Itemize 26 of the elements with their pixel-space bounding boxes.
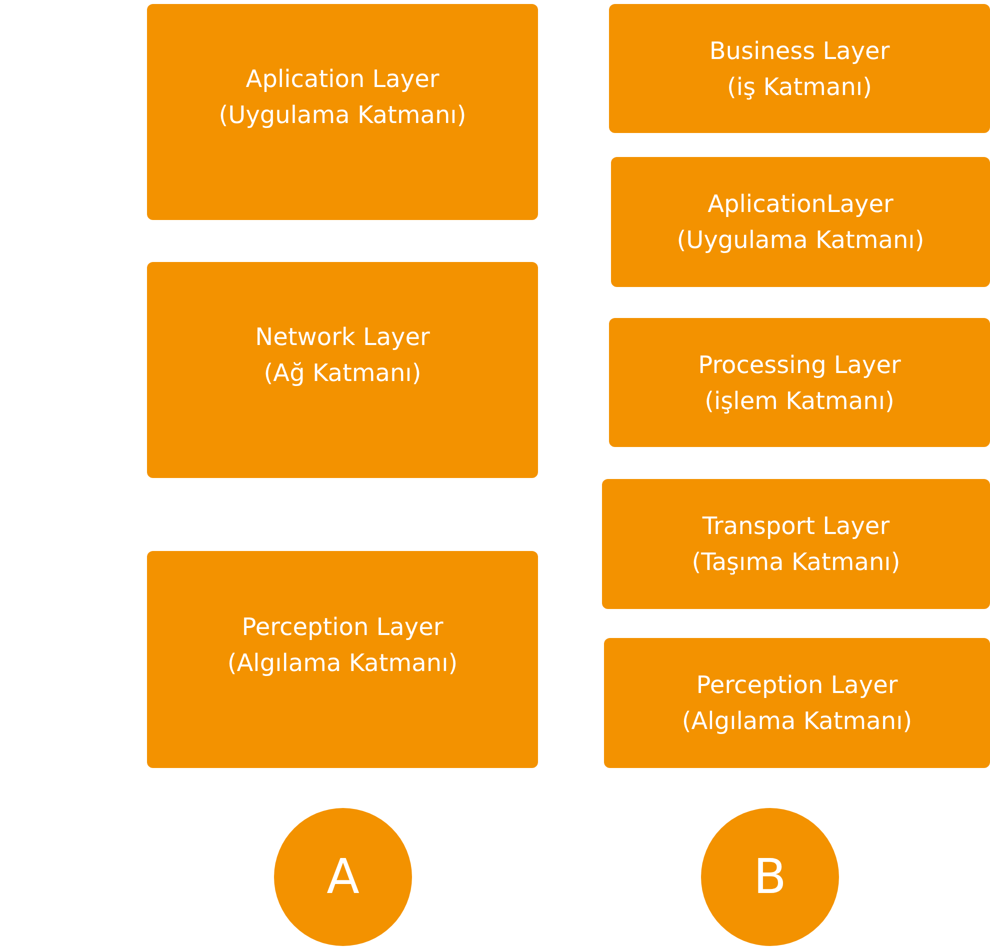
layer-name: Business Layer	[709, 36, 890, 66]
layer-box	[147, 262, 538, 478]
layer-name: Perception Layer	[696, 670, 898, 701]
layer-box	[147, 551, 538, 768]
layer-name: Network Layer	[255, 322, 430, 353]
layer-translation: (Algılama Katmanı)	[682, 706, 912, 737]
column-letter: B	[754, 849, 786, 905]
layer-name: Processing Layer	[698, 350, 901, 380]
layer-translation: (iş Katmanı)	[727, 72, 872, 102]
layer-translation: (Algılama Katmanı)	[227, 648, 458, 678]
layer-box	[609, 318, 990, 447]
layer-translation: (Taşıma Katmanı)	[692, 547, 900, 578]
layer-name: Perception Layer	[242, 612, 444, 642]
layer-box	[611, 157, 990, 287]
layer-name: Transport Layer	[702, 511, 890, 542]
layer-box	[147, 4, 538, 220]
layer-name: Aplication Layer	[246, 64, 440, 95]
layer-translation: (işlem Katmanı)	[704, 386, 894, 416]
layer-translation: (Ağ Katmanı)	[264, 358, 422, 389]
layer-translation: (Uygulama Katmanı)	[676, 225, 924, 256]
layer-box	[604, 638, 990, 768]
layer-box	[609, 4, 990, 133]
layer-translation: (Uygulama Katmanı)	[218, 100, 466, 131]
column-letter: A	[326, 849, 360, 905]
layer-name: AplicationLayer	[708, 189, 894, 220]
layer-box	[602, 479, 990, 609]
